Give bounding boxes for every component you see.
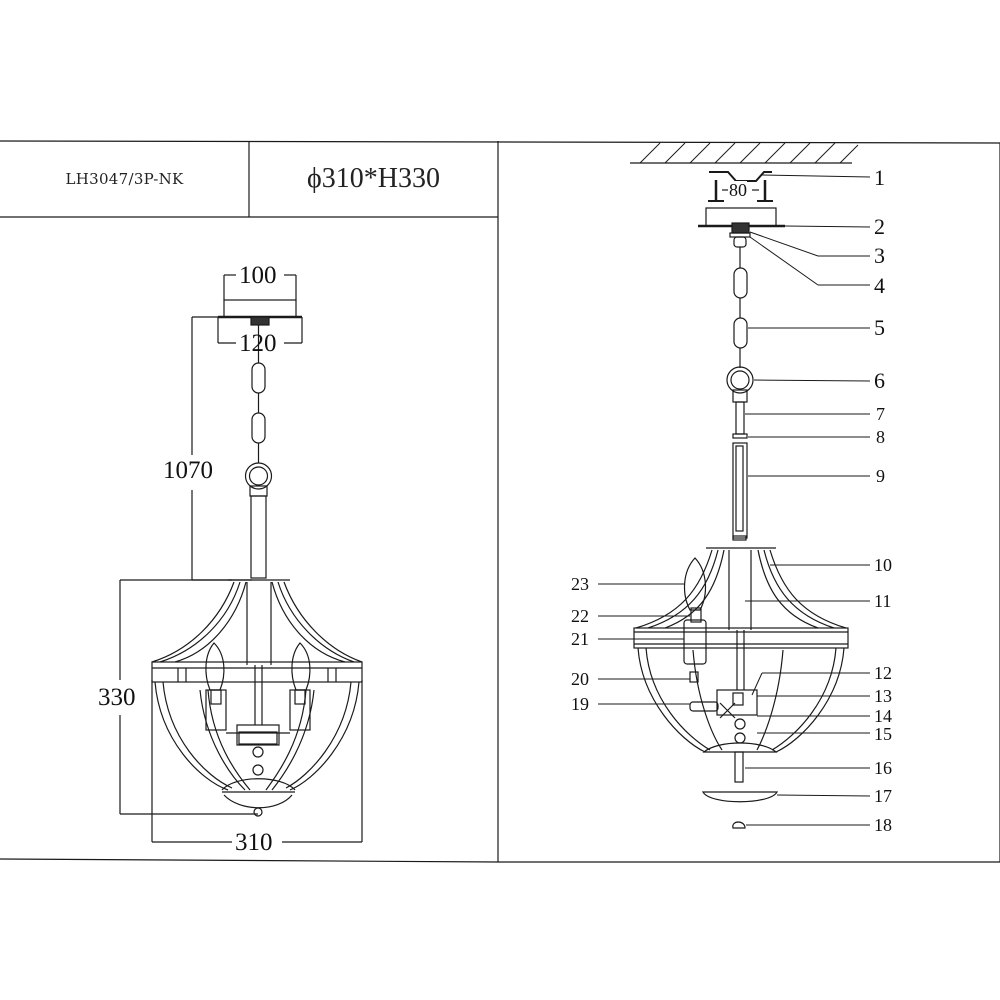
dim-body-diameter: 310 — [234, 829, 274, 856]
part-label-19: 19 — [571, 694, 589, 714]
part-label-18: 18 — [874, 815, 892, 835]
part-label-23: 23 — [571, 574, 589, 594]
sheet-frame — [0, 140, 1000, 863]
dim-hanging-length: 1070 — [162, 457, 214, 484]
part-label-22: 22 — [571, 606, 589, 626]
dim-mount-spacing: 80 — [729, 180, 747, 200]
part-label-17: 17 — [874, 786, 892, 806]
exploded-fixture — [630, 142, 859, 829]
part-label-10: 10 — [874, 555, 892, 575]
part-label-8: 8 — [876, 427, 885, 447]
part-label-12: 12 — [874, 663, 892, 683]
part-label-15: 15 — [874, 724, 892, 744]
part-label-16: 16 — [874, 758, 892, 778]
part-label-3: 3 — [874, 243, 885, 268]
dim-canopy-inner: 100 — [238, 262, 278, 289]
dim-body-height: 330 — [97, 684, 137, 711]
assembled-fixture — [119, 274, 363, 843]
part-label-11: 11 — [874, 591, 892, 611]
model-code: LH3047/3P-NK — [65, 170, 184, 188]
part-label-6: 6 — [874, 368, 885, 393]
part-label-21: 21 — [571, 629, 589, 649]
part-label-2: 2 — [874, 214, 885, 239]
part-label-13: 13 — [874, 686, 892, 706]
part-label-9: 9 — [876, 466, 885, 486]
part-label-14: 14 — [874, 706, 892, 726]
part-label-4: 4 — [874, 273, 885, 298]
part-label-7: 7 — [876, 404, 885, 424]
part-label-20: 20 — [571, 669, 589, 689]
dim-canopy-outer: 120 — [239, 330, 277, 357]
overall-size: ϕ310*H330 — [307, 163, 440, 194]
part-leaders — [598, 174, 871, 826]
part-label-1: 1 — [874, 165, 885, 190]
part-label-5: 5 — [874, 315, 885, 340]
